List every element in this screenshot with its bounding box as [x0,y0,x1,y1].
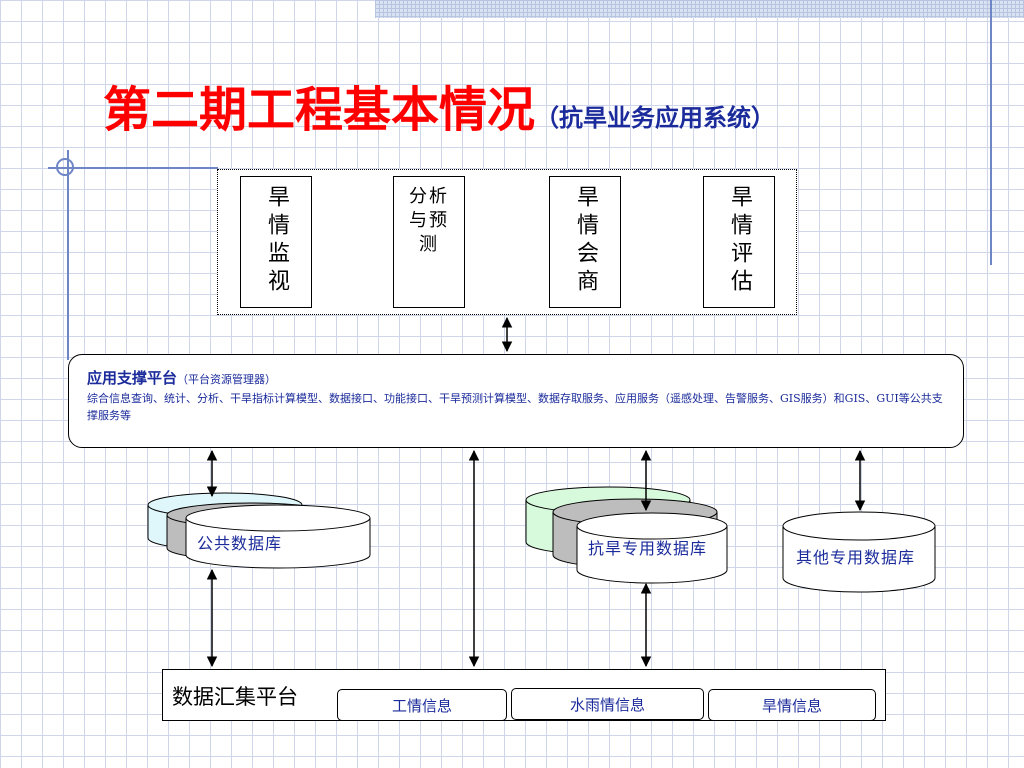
function-box-analysis: 分析与预测 [393,176,465,308]
function-label: 旱情会商 [573,185,598,297]
function-box-consultation: 旱情会商 [549,176,621,308]
title-main: 第二期工程基本情况 [103,82,536,138]
function-box-assessment: 旱情评估 [703,176,775,308]
function-module-frame [217,169,797,315]
decorative-circle-icon [56,158,74,176]
public-database-cylinder [147,492,371,569]
slide-title: 第二期工程基本情况（抗旱业务应用系统） [103,70,775,140]
decorative-vertical-line [990,0,992,265]
collector-item-drought-info: 旱情信息 [708,689,876,721]
connector-arrows [206,316,866,668]
other-database-cylinder [782,511,936,593]
platform-subtitle: （平台资源管理器） [177,373,277,386]
application-support-platform: 应用支撑平台（平台资源管理器） 综合信息查询、统计、分析、干旱指标计算模型、数据… [68,354,964,448]
collector-item-rain-water-info: 水雨情信息 [511,688,704,720]
drought-database-cylinder [525,486,728,584]
collector-item-engineering-info: 工情信息 [337,689,507,721]
function-label: 分析与预测 [409,186,449,255]
decorative-left-line [67,150,69,360]
collector-title: 数据汇集平台 [172,685,298,709]
other-database-label: 其他专用数据库 [796,548,916,567]
drought-database-label: 抗旱专用数据库 [588,539,708,558]
function-label: 旱情评估 [727,185,752,297]
title-subtitle: （抗旱业务应用系统） [535,103,776,132]
public-database-label: 公共数据库 [197,534,283,553]
decorative-horizontal-line [48,167,218,169]
platform-title: 应用支撑平台 [87,369,178,387]
decorative-top-band [375,0,1024,18]
platform-description: 综合信息查询、统计、分析、干旱指标计算模型、数据接口、功能接口、干旱预测计算模型… [87,392,943,422]
function-label: 旱情监视 [264,185,289,297]
function-box-monitor: 旱情监视 [240,176,312,308]
